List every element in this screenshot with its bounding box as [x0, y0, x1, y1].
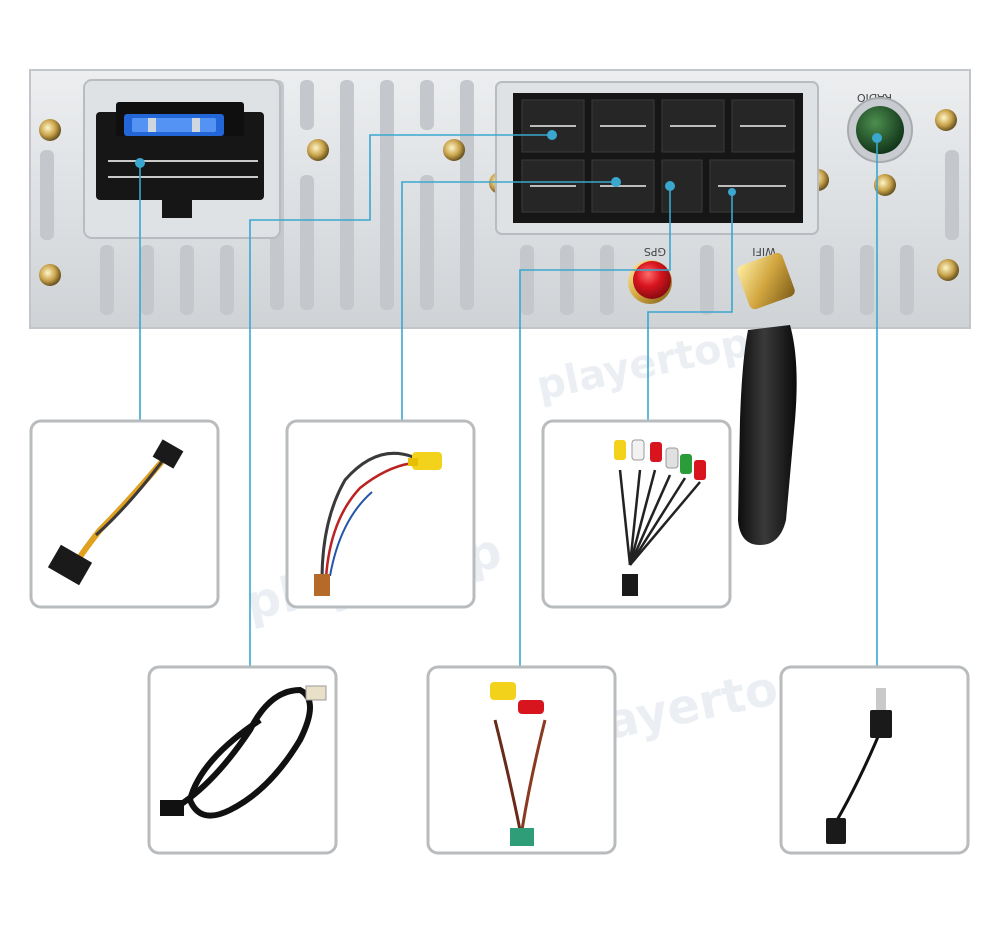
wifi-antenna-stub — [738, 325, 797, 545]
rca-audio-video-cable-thumbnail — [541, 419, 732, 609]
leader-dots — [135, 130, 882, 196]
head-unit-back-panel: GPS WIFI RADIO — [29, 69, 971, 329]
screw-icon — [39, 109, 959, 286]
radio-antenna-adapter-thumbnail — [779, 665, 970, 855]
multi-pin-connector-block — [513, 93, 803, 223]
main-iso-connector — [96, 102, 264, 218]
leader-lines — [139, 134, 878, 667]
usb-cable-thumbnail — [147, 665, 338, 855]
radio-port: RADIO — [847, 91, 913, 163]
gps-port: GPS — [628, 245, 672, 304]
svg-text:playertop: playertop — [533, 320, 754, 410]
gps-antenna-adapter-thumbnail — [426, 665, 617, 855]
wifi-port: WIFI — [737, 245, 795, 310]
svg-text:GPS: GPS — [644, 245, 666, 258]
svg-text:WIFI: WIFI — [752, 245, 776, 258]
camera-input-cable-thumbnail — [285, 419, 476, 609]
fuse-icon — [124, 114, 224, 136]
power-harness-thumbnail — [29, 419, 220, 609]
